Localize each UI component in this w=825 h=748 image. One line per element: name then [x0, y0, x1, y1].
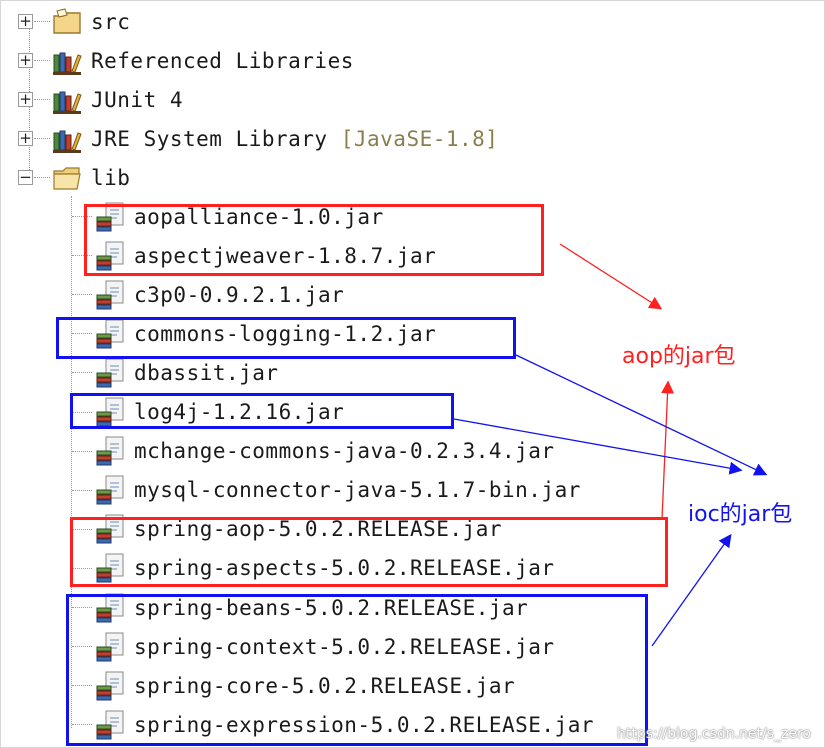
tree-node-src[interactable]: + src: [18, 2, 130, 41]
jar-list-item[interactable]: c3p0-0.9.2.1.jar: [72, 275, 344, 314]
tree-connector: [71, 196, 72, 728]
tree-node-label: JUnit 4: [91, 87, 184, 112]
tree-node-jre-system-library[interactable]: + JRE System Library [JavaSE-1.8]: [18, 119, 498, 158]
jar-list-item[interactable]: spring-aop-5.0.2.RELEASE.jar: [72, 510, 502, 549]
jar-file-icon: [94, 631, 126, 663]
jar-file-name: c3p0-0.9.2.1.jar: [134, 282, 345, 307]
arrow-ioc-commons: [515, 354, 768, 476]
jar-file-icon: [94, 279, 126, 311]
jar-file-icon: [94, 552, 126, 584]
aop-jar-annotation: aop的jar包: [622, 344, 736, 369]
jar-list-item[interactable]: spring-aspects-5.0.2.RELEASE.jar: [72, 549, 555, 588]
jar-file-name: aspectjweaver-1.8.7.jar: [134, 243, 437, 268]
jar-file-icon: [94, 357, 126, 389]
arrow-aop-top: [559, 243, 663, 310]
tree-node-junit[interactable]: + JUnit 4: [18, 80, 183, 119]
arrow-ioc-log4j: [453, 418, 743, 475]
jar-file-name: log4j-1.2.16.jar: [134, 400, 345, 424]
jar-file-name: mysql-connector-java-5.1.7-bin.jar: [134, 478, 581, 503]
jar-file-icon: [94, 240, 126, 272]
library-icon: [53, 130, 82, 153]
library-icon: [53, 52, 82, 75]
library-icon: [53, 91, 82, 114]
jar-list-item[interactable]: spring-core-5.0.2.RELEASE.jar: [72, 666, 515, 705]
ioc-highlight-box-spring: [66, 594, 648, 746]
jar-file-name: spring-core-5.0.2.RELEASE.jar: [134, 673, 516, 698]
tree-node-label: lib: [91, 165, 131, 190]
jar-file-name: spring-aop-5.0.2.RELEASE.jar: [134, 517, 503, 542]
ioc-highlight-box-log4j: [70, 393, 454, 429]
jar-list-item[interactable]: mchange-commons-java-0.2.3.4.jar: [72, 432, 555, 471]
jar-file-icon: [94, 201, 126, 233]
aop-highlight-box-spring: [70, 517, 668, 587]
jar-file-icon: [94, 474, 126, 506]
jar-list-item[interactable]: log4j-1.2.16.jar: [72, 393, 344, 432]
watermark-text: https://blog.csdn.net/s_zero: [616, 726, 811, 742]
tree-node-referenced-libraries[interactable]: + Referenced Libraries: [18, 41, 354, 80]
jar-file-name: spring-expression-5.0.2.RELEASE.jar: [134, 712, 595, 737]
jar-list-item[interactable]: spring-context-5.0.2.RELEASE.jar: [72, 627, 555, 666]
jar-file-name: spring-aspects-5.0.2.RELEASE.jar: [134, 556, 555, 581]
library-name: JRE System Library: [91, 126, 328, 151]
tree-node-label: JRE System Library [JavaSE-1.8]: [91, 127, 498, 151]
jar-file-name: dbassit.jar: [134, 360, 279, 385]
tree-node-label: Referenced Libraries: [91, 48, 354, 73]
jar-file-name: aopalliance-1.0.jar: [134, 204, 384, 229]
jar-file-name: spring-context-5.0.2.RELEASE.jar: [134, 634, 555, 659]
jar-list-item[interactable]: aopalliance-1.0.jar: [72, 197, 384, 236]
jar-list-item[interactable]: spring-expression-5.0.2.RELEASE.jar: [72, 705, 594, 744]
jar-list-item[interactable]: spring-beans-5.0.2.RELEASE.jar: [72, 588, 528, 627]
jar-file-icon: [94, 709, 126, 741]
expand-toggle[interactable]: +: [18, 51, 33, 69]
expand-toggle[interactable]: +: [18, 12, 33, 30]
jar-file-name: commons-logging-1.2.jar: [134, 321, 437, 346]
tree-node-lib[interactable]: − lib: [18, 158, 130, 197]
jar-file-icon: [94, 396, 126, 428]
jar-list-item[interactable]: dbassit.jar: [72, 353, 279, 392]
ioc-highlight-box-commons-logging: [56, 317, 516, 359]
jar-file-icon: [94, 513, 126, 545]
expand-toggle[interactable]: +: [18, 129, 33, 147]
tree-node-label: src: [91, 9, 131, 34]
jar-file-icon: [94, 592, 126, 624]
jar-file-icon: [94, 670, 126, 702]
jar-list-item[interactable]: aspectjweaver-1.8.7.jar: [72, 236, 436, 275]
jar-file-icon: [94, 435, 126, 467]
jar-file-name: spring-beans-5.0.2.RELEASE.jar: [134, 595, 529, 620]
expand-toggle[interactable]: +: [18, 90, 33, 108]
ioc-jar-annotation: ioc的jar包: [688, 502, 793, 527]
arrow-aop-bottom: [661, 380, 675, 520]
jar-list-item[interactable]: mysql-connector-java-5.1.7-bin.jar: [72, 471, 581, 510]
collapse-toggle[interactable]: −: [18, 168, 33, 186]
jar-file-name: mchange-commons-java-0.2.3.4.jar: [134, 439, 555, 464]
library-version-decoration: [JavaSE-1.8]: [340, 126, 499, 151]
aop-highlight-box-top: [84, 204, 544, 276]
folder-open-icon: [53, 166, 81, 190]
package-folder-icon: [53, 7, 81, 34]
arrow-ioc-spring: [651, 533, 732, 647]
